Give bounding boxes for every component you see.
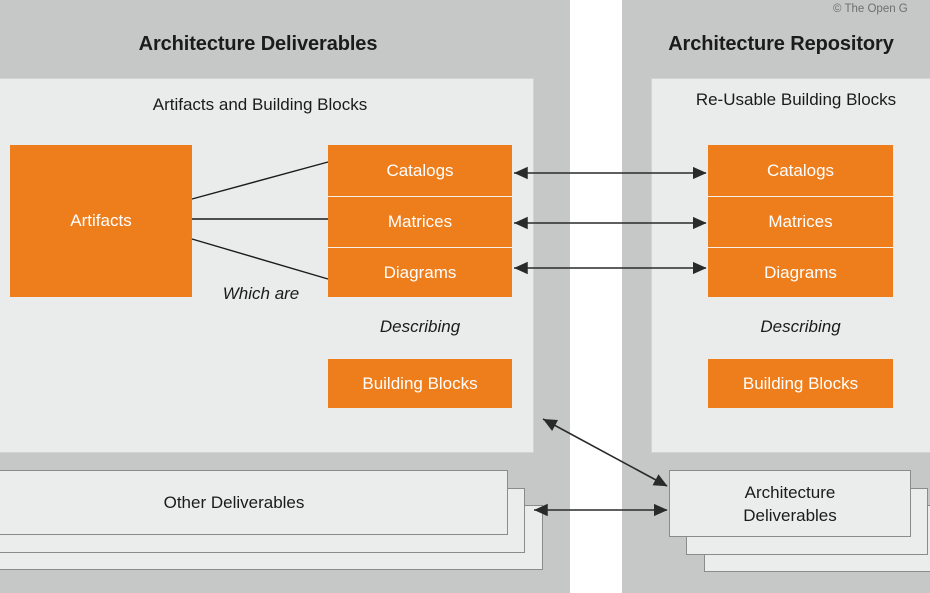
right-panel-title: Architecture Repository <box>668 33 894 55</box>
other-deliverables-card[interactable]: Other Deliverables <box>0 470 508 535</box>
left-panel-title: Architecture Deliverables <box>138 33 378 55</box>
left-describing-label: Describing <box>379 317 461 336</box>
left-diagrams-box[interactable]: Diagrams <box>328 247 512 297</box>
copyright-notice: © The Open G <box>833 3 908 15</box>
left-building-blocks-box[interactable]: Building Blocks <box>328 359 512 408</box>
left-catalogs-box[interactable]: Catalogs <box>328 145 512 196</box>
artifacts-box[interactable]: Artifacts <box>10 145 192 297</box>
which-are-label: Which are <box>222 284 300 303</box>
left-matrices-box[interactable]: Matrices <box>328 196 512 247</box>
right-building-blocks-box[interactable]: Building Blocks <box>708 359 893 408</box>
right-diagrams-box[interactable]: Diagrams <box>708 247 893 297</box>
left-section-title: Artifacts and Building Blocks <box>152 95 368 114</box>
right-matrices-box[interactable]: Matrices <box>708 196 893 247</box>
right-describing-label: Describing <box>760 317 841 336</box>
right-section-title: Re-Usable Building Blocks <box>695 90 897 109</box>
right-catalogs-box[interactable]: Catalogs <box>708 145 893 196</box>
architecture-deliverables-card[interactable]: Architecture Deliverables <box>669 470 911 537</box>
